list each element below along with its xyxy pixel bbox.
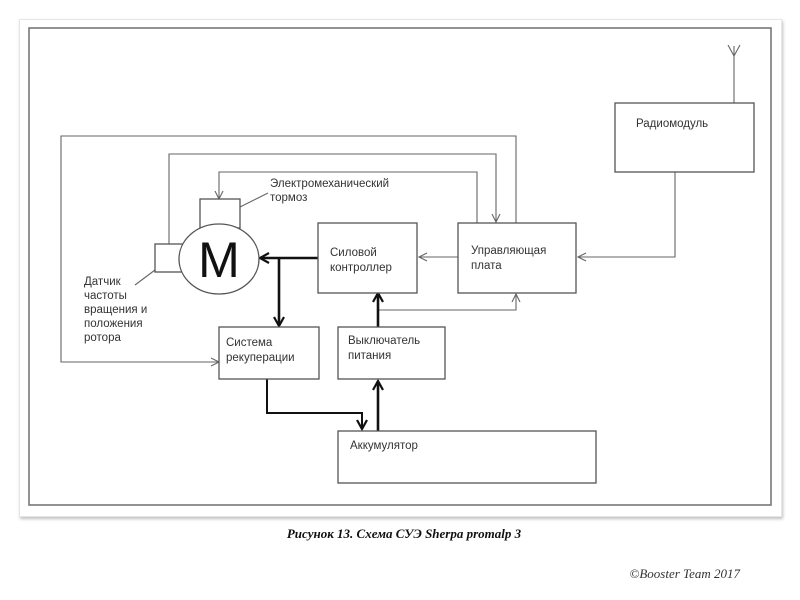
svg-text:плата: плата	[471, 260, 502, 272]
radio-to-control-board-line	[578, 172, 676, 257]
radio-module-block: Радиомодуль	[614, 102, 755, 173]
svg-text:Система: Система	[226, 337, 273, 349]
figure-caption: Рисунок 13. Схема СУЭ Sherpa promalp 3	[286, 526, 522, 541]
sensor-callout: Датчик частоты вращения и положения рото…	[84, 276, 147, 344]
svg-text:Датчик: Датчик	[84, 276, 122, 288]
svg-text:Силовой: Силовой	[330, 247, 377, 259]
recuperation-to-battery-line	[266, 379, 362, 429]
battery-block: Аккумулятор	[337, 430, 597, 484]
svg-text:Выключатель: Выключатель	[348, 335, 420, 347]
diagram-border	[28, 27, 772, 506]
svg-text:питания: питания	[348, 350, 391, 362]
svg-text:Аккумулятор: Аккумулятор	[350, 440, 418, 452]
svg-text:ротора: ротора	[84, 332, 121, 344]
copyright-text: ©Booster Team 2017	[629, 566, 740, 581]
svg-text:контроллер: контроллер	[330, 262, 392, 274]
control-board-block: Управляющая плата	[457, 222, 577, 294]
svg-text:положения: положения	[84, 318, 143, 330]
svg-text:рекуперации: рекуперации	[226, 352, 295, 364]
motor-icon: M	[178, 223, 260, 295]
sensor-to-control-board-line	[168, 153, 496, 244]
sensor-to-recuperation-line	[60, 135, 517, 362]
motor-symbol: M	[198, 232, 240, 288]
brake-callout: Электромеханический тормоз	[270, 178, 389, 204]
power-switch-block: Выключатель питания	[337, 326, 446, 380]
svg-text:Электромеханический: Электромеханический	[270, 178, 389, 190]
svg-text:Управляющая: Управляющая	[471, 245, 546, 257]
control-board-to-brake-line	[219, 171, 478, 223]
brake-block	[199, 198, 241, 229]
power-controller-block: Силовой контроллер	[317, 222, 418, 294]
svg-text:частоты: частоты	[84, 290, 127, 302]
svg-text:вращения и: вращения и	[84, 304, 147, 316]
svg-text:тормоз: тормоз	[270, 192, 307, 204]
recuperation-system-block: Система рекуперации	[218, 326, 320, 380]
antenna-icon	[727, 44, 741, 103]
switch-to-control-board-line	[378, 294, 516, 311]
svg-text:Радиомодуль: Радиомодуль	[636, 118, 708, 130]
